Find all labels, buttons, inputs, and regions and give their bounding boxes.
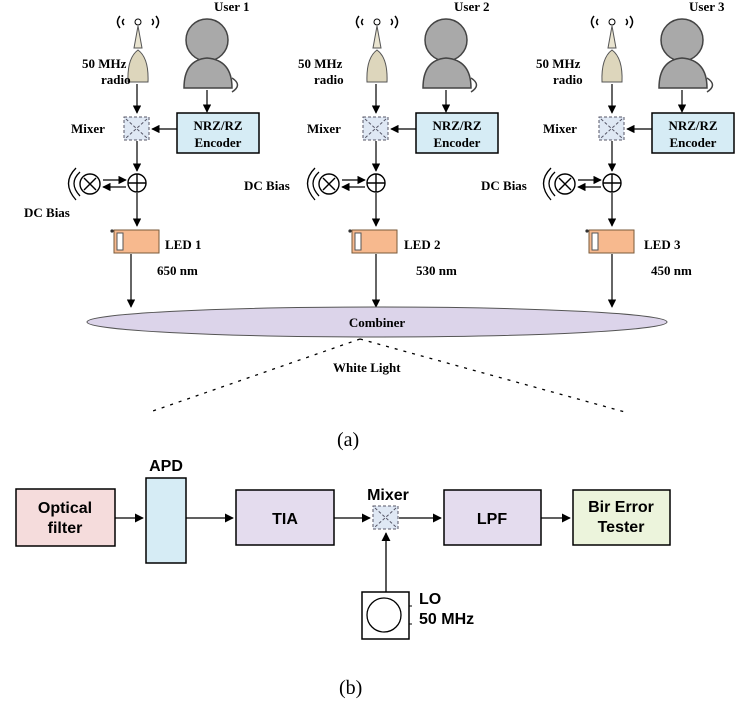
- dc-bias-source-icon: [67, 167, 101, 201]
- caption-b: (b): [339, 677, 362, 699]
- radio-label-line1: 50 MHz: [536, 56, 581, 71]
- lo-label-line1: LO: [419, 591, 441, 608]
- adder-icon: [127, 173, 147, 193]
- encoder-label-line1: NRZ/RZ: [432, 118, 481, 133]
- mixer-label: Mixer: [71, 121, 105, 136]
- dc-bias-label: DC Bias: [244, 178, 290, 193]
- user-icon: [183, 18, 239, 93]
- encoder-label-line1: NRZ/RZ: [668, 118, 717, 133]
- radio-label-line1: 50 MHz: [298, 56, 343, 71]
- led-wavelength: 650 nm: [157, 263, 198, 278]
- mixer-b-label: Mixer: [367, 487, 409, 504]
- adder-icon: [366, 173, 386, 193]
- encoder-block: [415, 112, 499, 154]
- radio-antenna-icon: [116, 15, 160, 83]
- optical-filter-line1: Optical: [38, 500, 92, 517]
- white-light-label: White Light: [333, 360, 401, 375]
- mixer-label: Mixer: [543, 121, 577, 136]
- encoder-label-line1: NRZ/RZ: [193, 118, 242, 133]
- light-cone-right: [359, 338, 626, 413]
- optical-filter-line2: filter: [48, 520, 83, 537]
- combiner-label: Combiner: [349, 315, 406, 330]
- dc-bias-label: DC Bias: [481, 178, 527, 193]
- encoder-block: [176, 112, 260, 154]
- tester-line1: Bir Error: [588, 499, 654, 516]
- caption-a: (a): [337, 429, 359, 451]
- user-chain-2: 50 MHz radio User 2 Mixer NRZ/RZ Encoder: [244, 0, 499, 308]
- led-wavelength: 530 nm: [416, 263, 457, 278]
- dc-bias-label: DC Bias: [24, 205, 70, 220]
- radio-antenna-icon: [355, 15, 399, 83]
- user-chain-3: 50 MHz radio User 3 Mixer NRZ/RZ Encoder: [481, 0, 735, 308]
- led-label: LED 1: [165, 237, 201, 252]
- led-block: [110, 229, 160, 254]
- local-oscillator-icon: [361, 591, 412, 640]
- user-icon: [422, 18, 478, 93]
- user-chain-1: 50 MHz radio User 1 Mixer NRZ/RZ Encoder: [24, 0, 260, 308]
- encoder-label-line2: Encoder: [434, 135, 481, 150]
- adder-icon: [602, 173, 622, 193]
- apd-label: APD: [149, 458, 183, 475]
- encoder-block: [651, 112, 735, 154]
- lpf-block: [443, 489, 542, 546]
- tester-line2: Tester: [598, 519, 645, 536]
- lo-label-line2: 50 MHz: [419, 611, 474, 628]
- encoder-label-line2: Encoder: [670, 135, 717, 150]
- dc-bias-source-icon: [542, 167, 576, 201]
- radio-label-line2: radio: [101, 72, 131, 87]
- led-block: [348, 229, 398, 254]
- apd-block: [145, 477, 187, 564]
- radio-antenna-icon: [590, 15, 634, 83]
- tia-block: [235, 489, 335, 546]
- mixer-icon: [123, 116, 150, 141]
- encoder-label-line2: Encoder: [195, 135, 242, 150]
- light-cone-left: [149, 338, 361, 413]
- bit-error-tester-block: [572, 489, 671, 546]
- tia-label: TIA: [272, 511, 298, 528]
- radio-label-line1: 50 MHz: [82, 56, 127, 71]
- user-icon: [658, 18, 714, 93]
- radio-label-line2: radio: [553, 72, 583, 87]
- mixer-icon: [598, 116, 625, 141]
- led-label: LED 2: [404, 237, 440, 252]
- led-wavelength: 450 nm: [651, 263, 692, 278]
- dc-bias-source-icon: [306, 167, 340, 201]
- lpf-label: LPF: [477, 511, 507, 528]
- user-label: User 1: [214, 0, 250, 14]
- user-label: User 3: [689, 0, 725, 14]
- optical-filter-block: [15, 488, 116, 547]
- user-label: User 2: [454, 0, 490, 14]
- mixer-label: Mixer: [307, 121, 341, 136]
- led-block: [585, 229, 635, 254]
- led-label: LED 3: [644, 237, 681, 252]
- mixer-icon: [372, 505, 399, 530]
- radio-label-line2: radio: [314, 72, 344, 87]
- mixer-icon: [362, 116, 389, 141]
- combiner-ellipse: [86, 306, 668, 338]
